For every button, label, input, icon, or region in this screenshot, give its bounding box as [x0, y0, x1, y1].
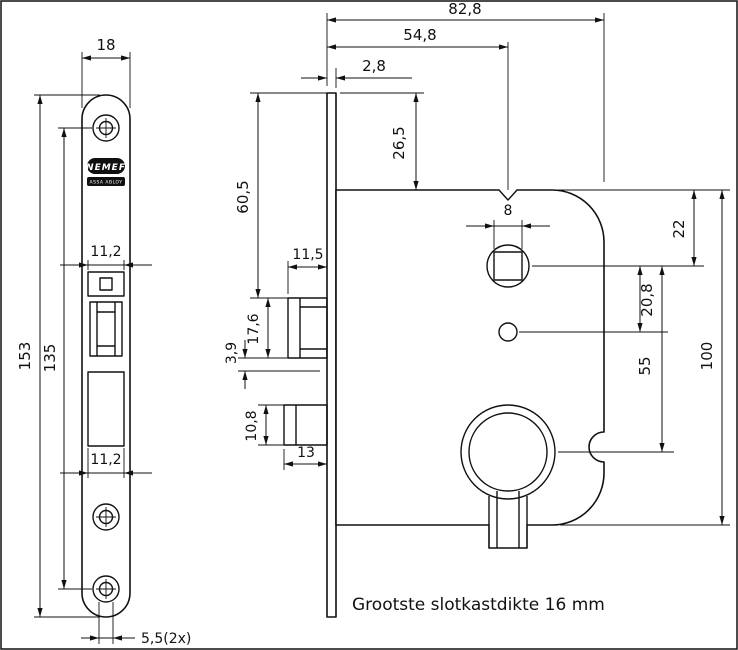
dim-latch-height: 17,6	[238, 298, 288, 359]
dim-plate-width: 18	[81, 36, 131, 108]
dim-latch-cutout-width-label: 11,2	[90, 244, 121, 260]
deadbolt-cutout	[87, 371, 125, 447]
dim-plate-height: 153	[16, 94, 100, 618]
dim-bolt-height-label: 10,8	[244, 410, 260, 441]
dim-spindle-to-hole-label: 20,8	[638, 283, 656, 316]
faceplate-edge	[326, 92, 337, 618]
deadbolt-side	[283, 404, 328, 446]
faceplate-front-view: NEMEF ASSA ABLOY	[81, 94, 131, 618]
dim-bolt-height: 10,8	[244, 404, 284, 446]
dim-case-depth: 82,8	[326, 0, 605, 182]
fixing-hole	[498, 322, 518, 342]
dim-top-to-spindle-label: 22	[670, 219, 688, 238]
dim-screw-spacing-label: 135	[41, 344, 59, 373]
case-outline	[335, 189, 605, 549]
brand-badge: NEMEF ASSA ABLOY	[86, 158, 126, 186]
dim-latch-protrusion-label: 11,5	[292, 247, 323, 263]
dim-latch-step-label: 3,9	[224, 342, 240, 364]
dim-bolt-throw: 13	[283, 445, 327, 470]
dim-bolt-cutout-width-label: 11,2	[90, 452, 121, 468]
cylinder-hole	[460, 404, 556, 548]
lockcase-side-view	[283, 42, 605, 618]
dim-latch-height-label: 17,6	[246, 313, 262, 344]
latch-front	[89, 301, 123, 357]
dim-plate-overhang: 26,5	[340, 92, 424, 190]
dim-case-depth-label: 82,8	[448, 0, 481, 18]
dim-top-to-spindle: 22	[532, 189, 730, 267]
dim-screw-hole-dia: 5,5(2x)	[81, 602, 191, 647]
brand-sub-background	[87, 177, 125, 186]
dim-plate-height-label: 153	[16, 342, 34, 371]
dim-case-height-label: 100	[698, 342, 716, 371]
dim-spindle-backset: 54,8	[327, 26, 508, 50]
dim-case-height: 100	[560, 190, 730, 526]
brand-sub-name: ASSA ABLOY	[90, 180, 123, 186]
dim-spindle-square-label: 8	[504, 203, 513, 219]
dim-plate-width-label: 18	[96, 36, 115, 54]
note-text: Grootste slotkastdikte 16 mm	[352, 595, 605, 615]
top-notch	[498, 189, 518, 201]
dim-screw-spacing: 135	[41, 127, 92, 590]
dim-latch-step: 3,9	[224, 340, 320, 389]
dim-spindle-backset-label: 54,8	[403, 26, 436, 44]
brand-badge-background	[87, 158, 125, 174]
dim-spindle-square: 8	[466, 203, 550, 249]
dim-latch-cutout-width: 11,2	[60, 244, 152, 270]
dim-screw-hole-dia-label: 5,5(2x)	[141, 631, 191, 647]
dim-latch-protrusion: 11,5	[287, 247, 327, 294]
dim-spindle-to-hole: 20,8	[519, 266, 668, 333]
screw-hole-top	[92, 114, 120, 142]
dim-spindle-to-cylinder-label: 55	[636, 356, 654, 375]
dim-faceplate-thickness-label: 2,8	[362, 57, 386, 75]
dim-latch-position-label: 60,5	[234, 180, 252, 213]
screw-hole-bottom	[92, 575, 120, 603]
latch-cutout	[87, 271, 125, 297]
dim-latch-position: 60,5	[234, 92, 327, 299]
dim-bolt-cutout-width: 11,2	[60, 448, 152, 478]
dim-plate-overhang-label: 26,5	[390, 126, 408, 159]
dim-faceplate-thickness: 2,8	[301, 57, 412, 88]
latch-side	[287, 297, 328, 359]
dim-bolt-throw-label: 13	[297, 445, 315, 461]
screw-hole-middle	[92, 503, 120, 531]
brand-name: NEMEF	[86, 163, 126, 173]
spindle-follower	[486, 244, 530, 288]
dim-spindle-to-cylinder: 55	[558, 266, 674, 453]
